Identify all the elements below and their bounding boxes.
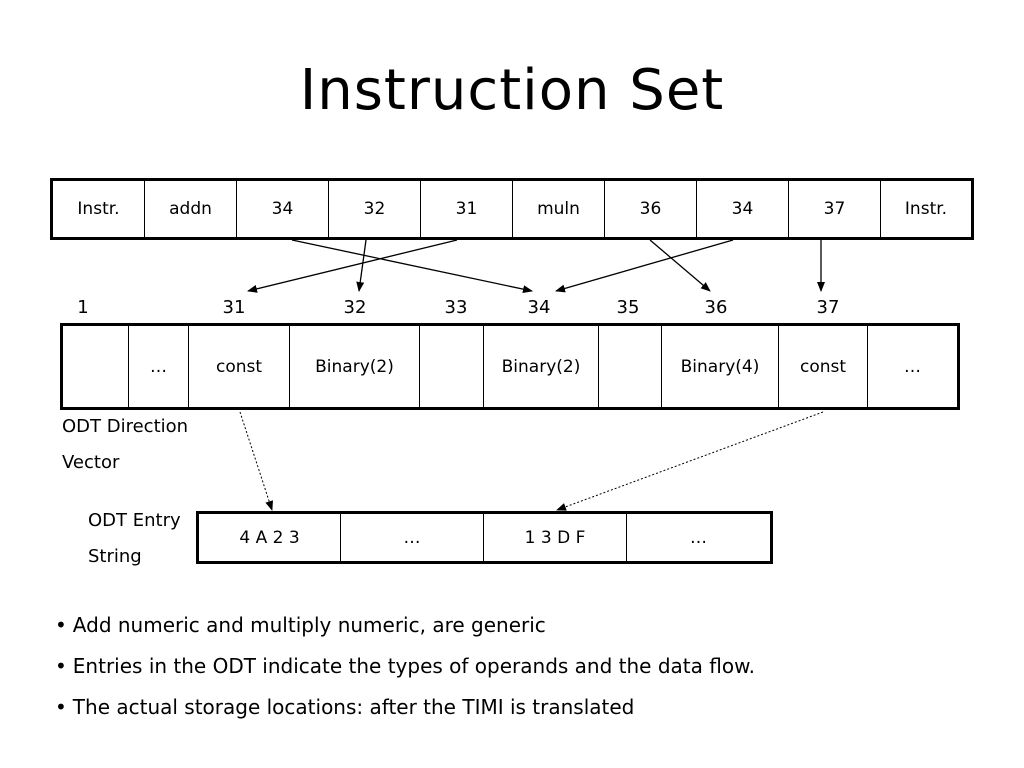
bullet-item: •The actual storage locations: after the…	[55, 694, 755, 735]
entry-row: 4 A 2 3 … 1 3 D F …	[197, 512, 772, 563]
dotted-arrow-const-to-entry-2	[556, 411, 824, 511]
instr-cell-muln: muln	[512, 179, 605, 239]
odt-entry-string-table: 4 A 2 3 … 1 3 D F …	[196, 511, 773, 564]
odt-cell-34: Binary(2)	[483, 324, 599, 409]
bullet-dot-icon: •	[55, 654, 67, 678]
bullet-text: Entries in the ODT indicate the types of…	[72, 654, 755, 678]
odt-index-32: 32	[343, 297, 367, 318]
odt-direction-vector-table: … const Binary(2) Binary(2) Binary(4) co…	[60, 323, 960, 410]
odt-row: … const Binary(2) Binary(2) Binary(4) co…	[61, 324, 959, 409]
arrow-muln-34-to-odt-34	[555, 239, 734, 293]
odt-index-37: 37	[816, 297, 840, 318]
instruction-stream-table: Instr. addn 34 32 31 muln 36 34 37 Instr…	[50, 178, 974, 240]
odt-cell-32: Binary(2)	[289, 324, 420, 409]
bullet-dot-icon: •	[55, 613, 67, 637]
odt-index-36: 36	[704, 297, 728, 318]
odt-cell-37: const	[778, 324, 868, 409]
entry-cell-2: 1 3 D F	[483, 512, 627, 563]
odt-index-33: 33	[444, 297, 468, 318]
odt-direction-label-line2: Vector	[62, 452, 120, 473]
odt-cell-36: Binary(4)	[661, 324, 779, 409]
page-title: Instruction Set	[299, 58, 725, 123]
odt-cell-ellipsis-end: …	[867, 324, 959, 409]
arrow-addn-32-to-odt-32	[356, 239, 367, 292]
odt-entry-label-line1: ODT Entry	[88, 510, 181, 531]
dotted-arrow-const-to-entry-1	[239, 411, 274, 511]
odt-index-31: 31	[222, 297, 246, 318]
odt-cell-31: const	[188, 324, 290, 409]
instr-cell-instr-end: Instr.	[880, 179, 973, 239]
instr-cell-operand-37: 37	[788, 179, 881, 239]
bullet-dot-icon: •	[55, 695, 67, 719]
instr-cell-operand-34: 34	[236, 179, 329, 239]
instruction-row: Instr. addn 34 32 31 muln 36 34 37 Instr…	[51, 179, 973, 239]
odt-cell-ellipsis-start: …	[128, 324, 189, 409]
bullet-item: •Add numeric and multiply numeric, are g…	[55, 612, 755, 653]
bullet-list: •Add numeric and multiply numeric, are g…	[55, 612, 755, 735]
instr-cell-addn: addn	[144, 179, 237, 239]
entry-cell-ellipsis-2: …	[626, 512, 772, 563]
odt-index-1: 1	[77, 297, 89, 318]
entry-cell-1: 4 A 2 3	[197, 512, 341, 563]
arrow-muln-36-to-odt-36	[649, 239, 711, 292]
odt-cell-1	[61, 324, 129, 409]
arrow-addn-34-to-odt-34	[291, 239, 533, 294]
odt-index-35: 35	[616, 297, 640, 318]
bullet-text: The actual storage locations: after the …	[72, 695, 635, 719]
odt-entry-label-line2: String	[88, 546, 142, 567]
instr-cell-instr-start: Instr.	[51, 179, 145, 239]
bullet-text: Add numeric and multiply numeric, are ge…	[72, 613, 546, 637]
odt-index-34: 34	[527, 297, 551, 318]
arrow-addn-31-to-odt-31	[247, 239, 458, 293]
bullet-item: •Entries in the ODT indicate the types o…	[55, 653, 755, 694]
odt-direction-label-line1: ODT Direction	[62, 416, 189, 437]
